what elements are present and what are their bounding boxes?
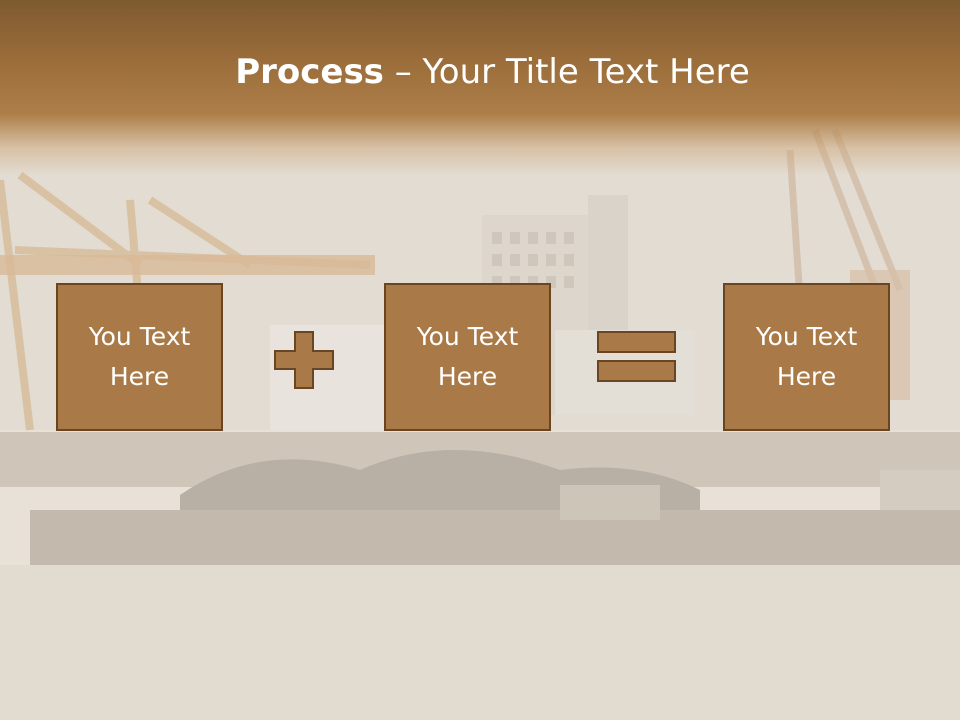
box-1-line-2: Here [109, 362, 170, 391]
box-1-line-1: You Text [88, 322, 191, 351]
box-3-line-1: You Text [755, 322, 858, 351]
box-2-line-2: Here [437, 362, 498, 391]
equals-icon [597, 331, 677, 383]
plus-icon [274, 331, 334, 389]
slide-title[interactable]: Process – Your Title Text Here [0, 52, 960, 92]
title-rest: – Your Title Text Here [383, 52, 750, 92]
title-bar [0, 0, 960, 175]
process-box-1[interactable]: You Text Here [56, 283, 223, 431]
title-bold: Process [235, 52, 384, 92]
box-3-line-2: Here [776, 362, 837, 391]
box-2-line-1: You Text [416, 322, 519, 351]
process-box-3[interactable]: You Text Here [723, 283, 890, 431]
process-box-2[interactable]: You Text Here [384, 283, 551, 431]
